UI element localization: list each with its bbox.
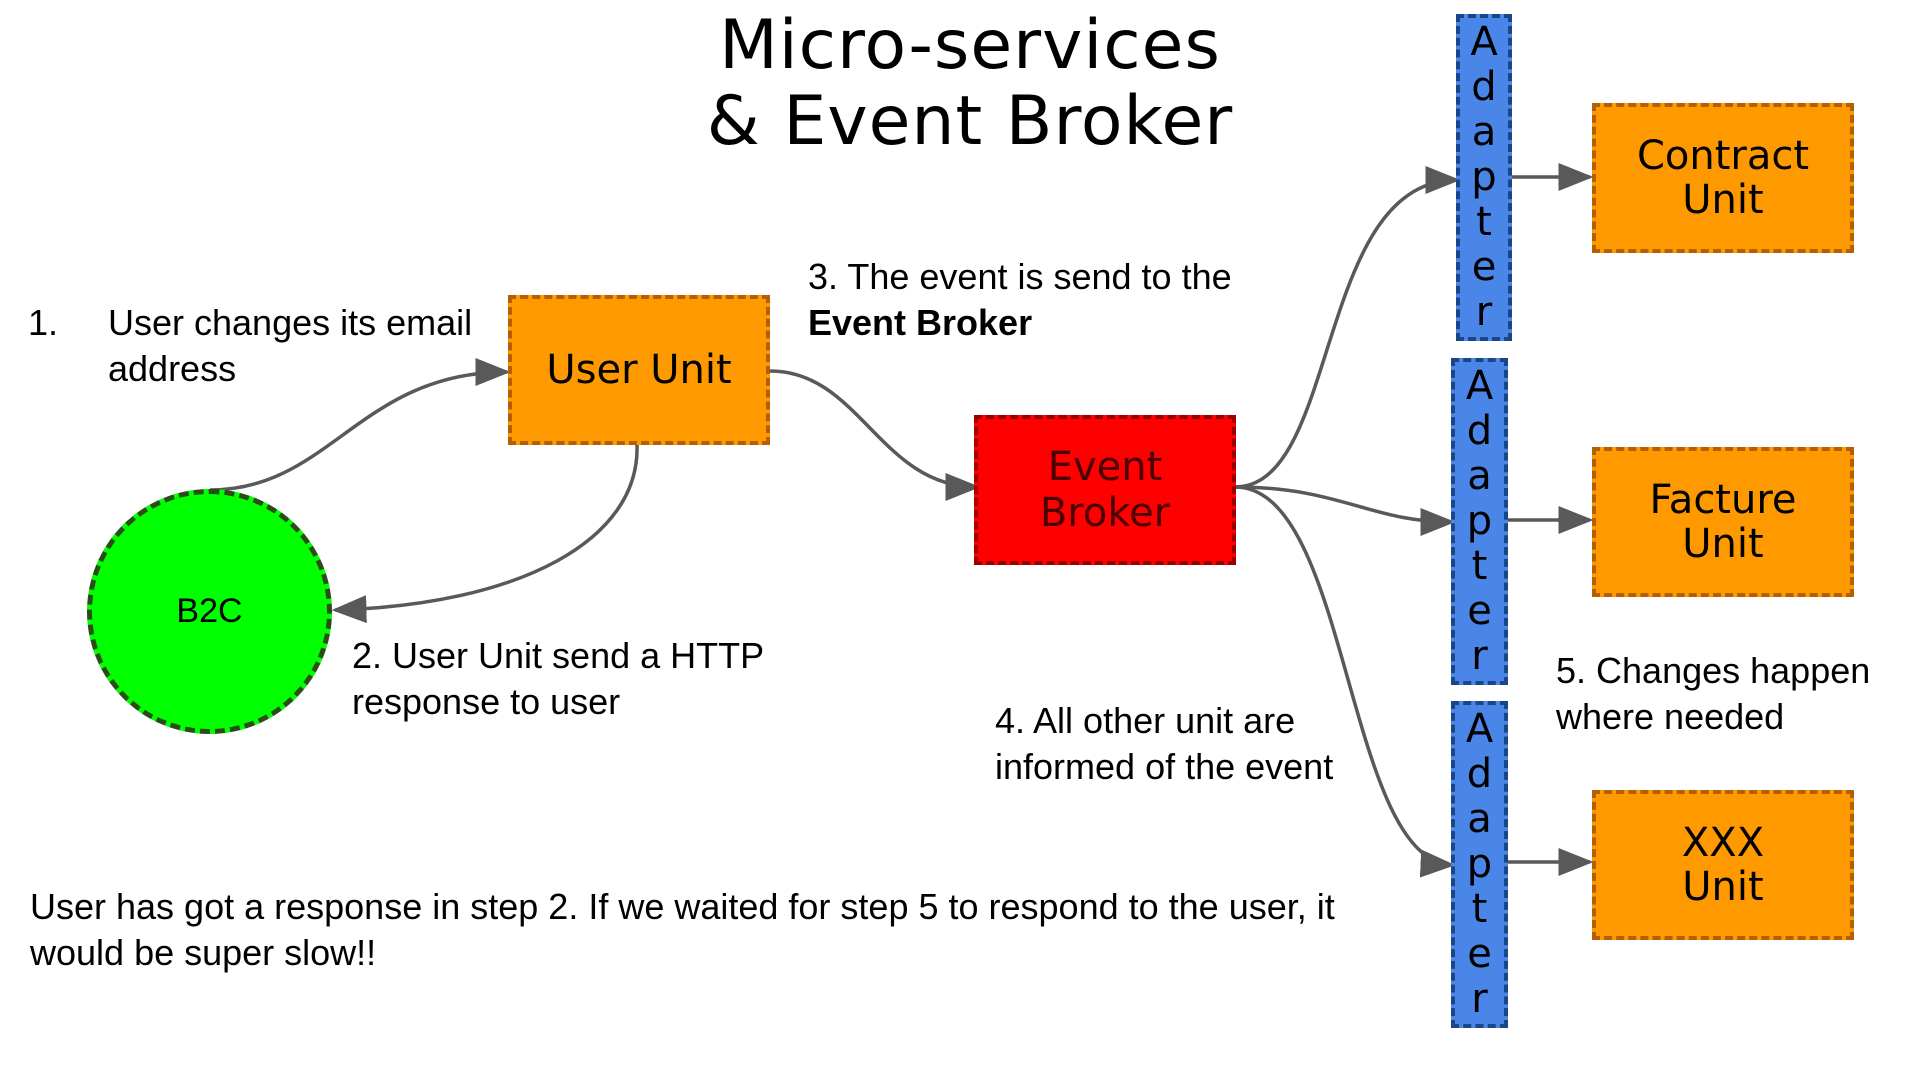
adapter-2: Adapter [1451, 358, 1508, 685]
arrow-user-unit-to-b2c [331, 444, 639, 624]
contract-unit-node: Contract Unit [1592, 103, 1854, 253]
arrow-event-broker-to-adapter-2 [1234, 485, 1456, 536]
footer-note: User has got a response in step 2. If we… [30, 886, 1335, 973]
contract-unit-label: Contract Unit [1636, 133, 1810, 223]
arrow-event-broker-to-adapter-1 [1234, 166, 1461, 489]
adapter-1: Adapter [1456, 14, 1512, 341]
step4-text: 4. All other unit are informed of the ev… [995, 700, 1334, 787]
step5-text: 5. Changes happen where needed [1556, 650, 1871, 737]
title-line-2: & Event Broker [706, 82, 1234, 161]
step3-prefix: 3. The event is send to the [808, 256, 1232, 297]
step3-text: 3. The event is send to the Event Broker [808, 254, 1288, 346]
adapter-2-label: Adapter [1465, 363, 1494, 679]
user-unit-node: User Unit [508, 295, 770, 445]
step2-text: 2. User Unit send a HTTP response to use… [352, 635, 764, 722]
xxx-unit-label: XXX Unit [1681, 820, 1765, 910]
b2c-node: B2C [87, 489, 332, 734]
user-unit-label: User Unit [546, 347, 732, 393]
diagram-title: Micro-services & Event Broker [620, 8, 1320, 160]
title-line-1: Micro-services [719, 6, 1221, 85]
arrow-event-broker-to-adapter-3 [1234, 485, 1456, 878]
adapter-3: Adapter [1451, 701, 1508, 1028]
facture-unit-node: Facture Unit [1592, 447, 1854, 597]
step3-bold: Event Broker [808, 302, 1033, 343]
adapter-1-label: Adapter [1470, 19, 1498, 335]
event-broker-label: Event Broker [1039, 444, 1171, 536]
b2c-label: B2C [176, 592, 243, 630]
event-broker-node: Event Broker [974, 415, 1236, 565]
step1-text: User changes its email address [108, 302, 473, 389]
arrow-b2c-to-user-unit [209, 358, 511, 492]
adapter-3-label: Adapter [1465, 706, 1494, 1022]
facture-unit-label: Facture Unit [1649, 477, 1797, 567]
arrow-user-unit-to-event-broker [769, 369, 981, 501]
step1-number: 1. [28, 302, 59, 343]
xxx-unit-node: XXX Unit [1592, 790, 1854, 940]
